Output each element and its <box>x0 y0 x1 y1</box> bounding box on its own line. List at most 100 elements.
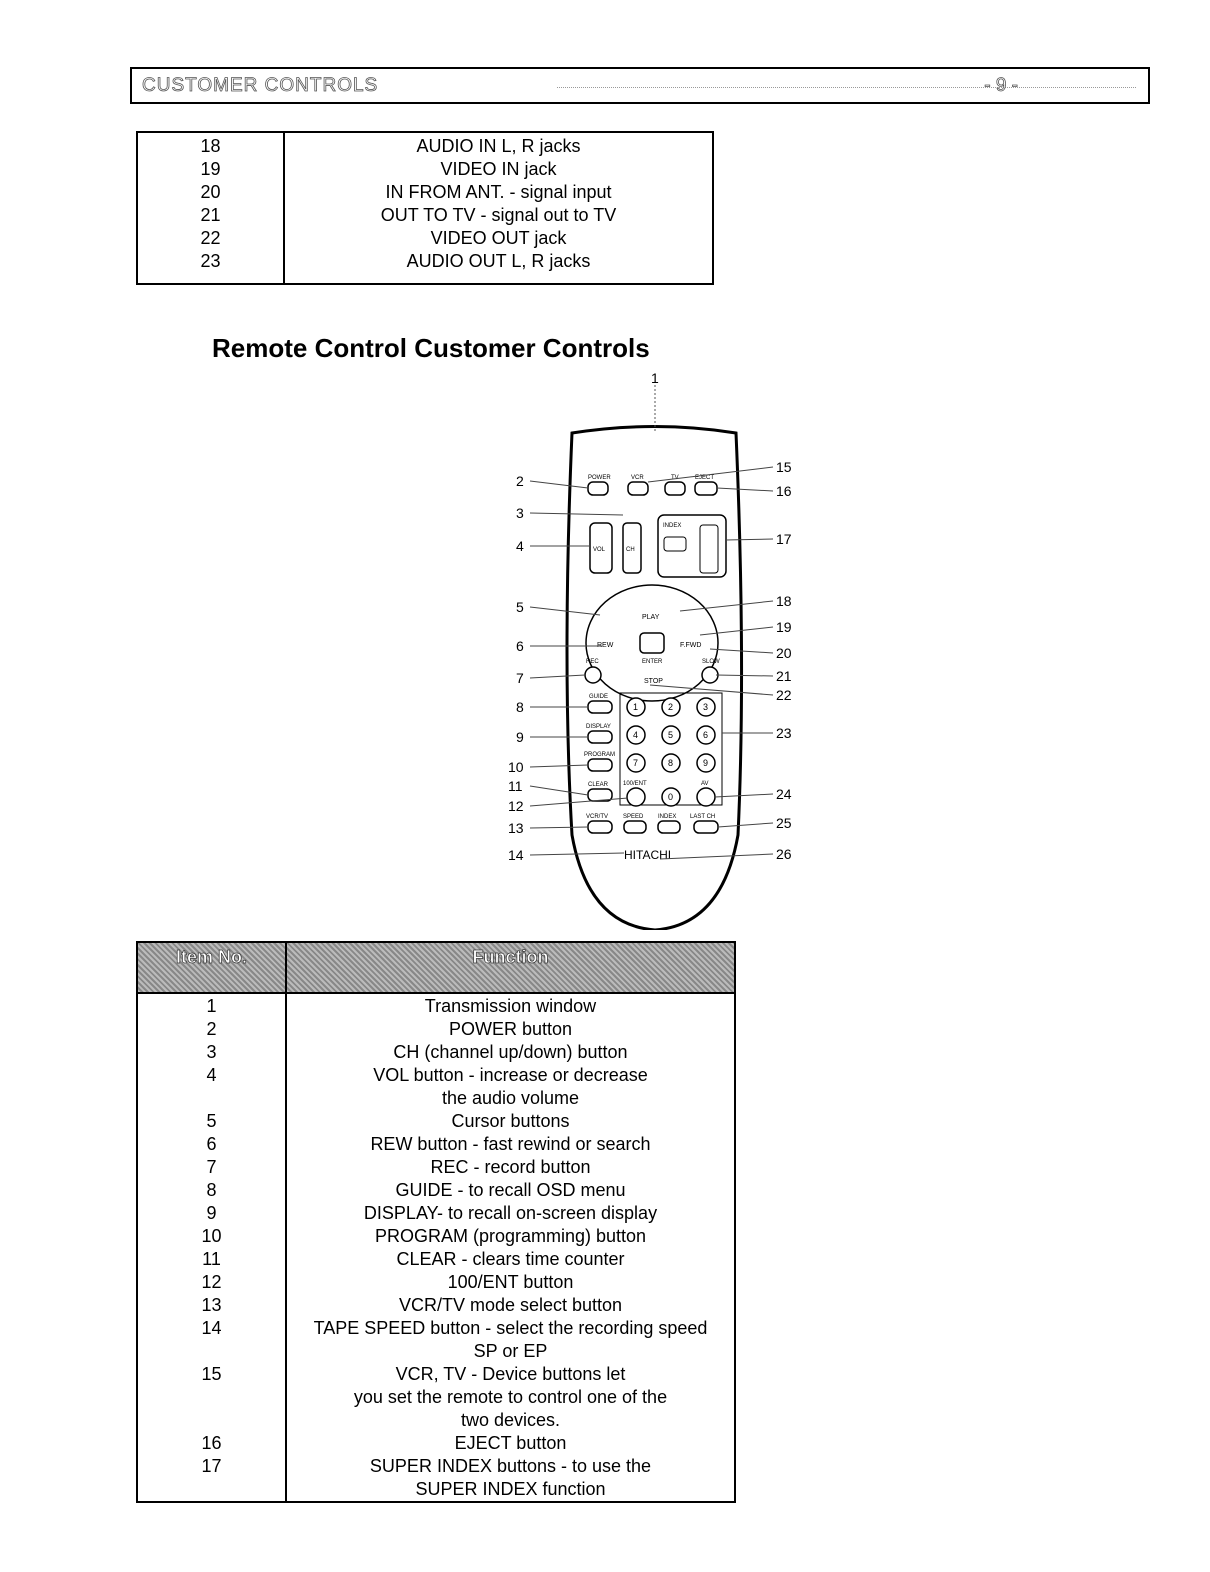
program-label: PROGRAM <box>584 752 615 758</box>
display-label: DISPLAY <box>586 724 611 730</box>
function-line: CH (channel up/down) button <box>393 1042 628 1062</box>
digit-key <box>661 725 681 745</box>
function-line: 100/ENT button <box>447 1272 574 1292</box>
item-description: VIDEO IN jack <box>440 159 557 179</box>
item-number: 17 <box>137 1455 287 1502</box>
callout-leader <box>529 674 586 679</box>
callout-label: 12 <box>508 798 524 814</box>
slow-label: SLOW <box>702 659 720 665</box>
callout-leader <box>529 606 601 616</box>
function-line: SUPER INDEX function <box>415 1479 606 1499</box>
callout-leader <box>715 674 774 677</box>
function-line: DISPLAY- to recall on-screen display <box>363 1203 658 1223</box>
item-number: 5 <box>137 1110 287 1133</box>
item-function: 100/ENT button <box>286 1271 735 1294</box>
item-function: Cursor buttons <box>286 1110 735 1133</box>
callout-label: 22 <box>776 687 792 703</box>
callout-label: 15 <box>776 459 792 475</box>
callout-label: 2 <box>516 473 524 489</box>
callout-leader <box>529 512 624 516</box>
slow-button <box>701 666 719 684</box>
power-button <box>587 481 609 496</box>
index-button <box>657 820 681 834</box>
digit-key <box>696 725 716 745</box>
callout-leader <box>529 480 589 489</box>
digit-label: 2 <box>668 702 673 712</box>
rew-label: REW <box>597 642 614 649</box>
item-number: 9 <box>137 1202 287 1225</box>
item-description: OUT TO TV - signal out to TV <box>380 205 617 225</box>
callout-label: 6 <box>516 638 524 654</box>
ent-label: 100/ENT <box>623 781 647 787</box>
digit-label: 5 <box>668 730 673 740</box>
callout-leader <box>647 466 774 483</box>
function-line: EJECT button <box>454 1433 567 1453</box>
callout-label: 10 <box>508 759 524 775</box>
speed-button <box>623 820 647 834</box>
callout-label: 25 <box>776 815 792 831</box>
vcr-label: VCR <box>631 475 644 481</box>
digit-key <box>626 697 646 717</box>
callout-leader <box>529 826 589 829</box>
digit-key <box>661 753 681 773</box>
digit-key <box>696 697 716 717</box>
item-number: 16 <box>137 1432 287 1455</box>
callout-leader <box>709 648 774 654</box>
digit-label: 8 <box>668 758 673 768</box>
ch-label: CH <box>626 547 635 553</box>
item-number: 13 <box>137 1294 287 1317</box>
digit-label: 7 <box>633 758 638 768</box>
callout-label: 7 <box>516 670 524 686</box>
item-function: CLEAR - clears time counter <box>286 1248 735 1271</box>
item-number: 14 <box>137 1317 287 1363</box>
callout-label: 4 <box>516 538 524 554</box>
function-line: Transmission window <box>424 996 597 1016</box>
item-function: TAPE SPEED button - select the recording… <box>286 1317 735 1363</box>
callout-label: 20 <box>776 645 792 661</box>
item-function: POWER button <box>286 1018 735 1041</box>
digit-key <box>661 697 681 717</box>
item-function: REC - record button <box>286 1156 735 1179</box>
function-line: VCR, TV - Device buttons let <box>395 1364 626 1384</box>
callout-leader <box>714 793 774 798</box>
tv-label: TV <box>671 475 679 481</box>
eject-label: EJECT <box>695 475 714 481</box>
digit-key <box>661 787 681 807</box>
function-line: SP or EP <box>473 1341 548 1361</box>
function-line: CLEAR - clears time counter <box>396 1249 625 1269</box>
ffwd-label: F.FWD <box>680 642 701 649</box>
item-description: VIDEO OUT jack <box>430 228 567 248</box>
callout-leader <box>529 785 589 796</box>
clear-label: CLEAR <box>588 782 609 788</box>
guide-button <box>587 700 613 714</box>
function-line: two devices. <box>460 1410 561 1430</box>
callout-label: 11 <box>508 778 523 794</box>
callout-leader <box>725 538 774 541</box>
function-line: VCR/TV mode select button <box>398 1295 623 1315</box>
item-number: 8 <box>137 1179 287 1202</box>
brand-label: HITACHI <box>624 848 671 862</box>
header-title: CUSTOMER CONTROLS <box>142 75 379 97</box>
last-ch-button <box>693 820 719 834</box>
digit-key <box>626 725 646 745</box>
vcr-button <box>627 481 649 496</box>
header-function: Function <box>286 942 735 994</box>
callout-label: 19 <box>776 619 792 635</box>
pause-button <box>639 632 665 654</box>
speed-label: SPEED <box>623 814 644 820</box>
digit-label: 1 <box>633 702 638 712</box>
callout-leader <box>679 600 774 612</box>
stop-label: STOP <box>644 678 663 685</box>
